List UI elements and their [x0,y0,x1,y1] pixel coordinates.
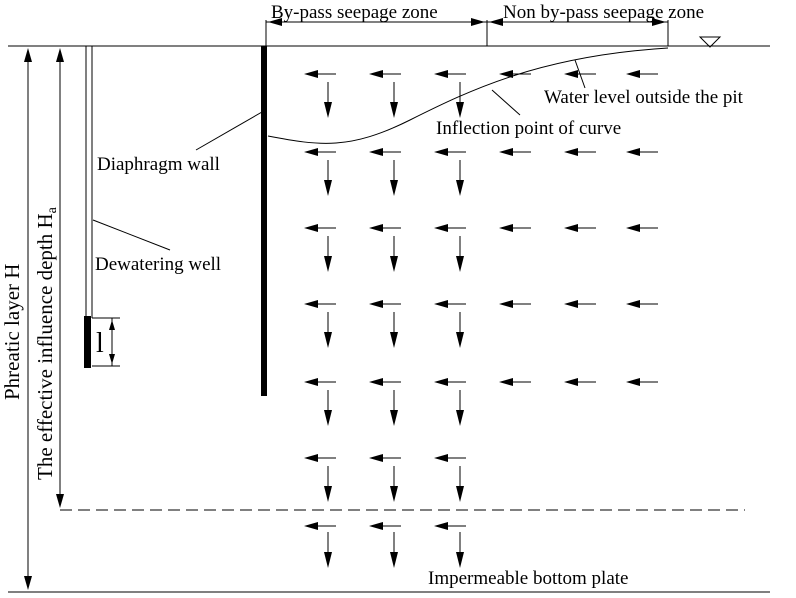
water-level-curve [267,47,669,144]
diaphragm-wall-label: Diaphragm wall [97,154,220,175]
horizontal-flow-arrows [304,70,658,530]
horizontal-flow-arrow [499,70,531,78]
horizontal-flow-arrow [304,454,336,462]
horizontal-flow-arrow [626,378,658,386]
horizontal-flow-arrow [564,378,596,386]
zone-arrow-right [652,18,666,26]
horizontal-flow-arrow [626,70,658,78]
horizontal-flow-arrow [434,454,466,462]
vertical-flow-arrow [324,160,332,196]
horizontal-flow-arrow [369,454,401,462]
horizontal-flow-arrow [626,148,658,156]
horizontal-flow-arrow [304,378,336,386]
horizontal-flow-arrow [369,378,401,386]
vertical-flow-arrow [324,466,332,502]
phreatic-arrow-bottom [24,576,32,590]
horizontal-flow-arrow [434,378,466,386]
vertical-flow-arrow [456,466,464,502]
effective-depth-arrow-top [56,48,64,62]
vertical-flow-arrow [456,236,464,272]
horizontal-flow-arrow [434,70,466,78]
zone-arrow-mid-right [489,18,503,26]
horizontal-flow-arrow [434,300,466,308]
vertical-flow-arrow [390,236,398,272]
diaphragm-wall [261,46,267,396]
vertical-flow-arrow [456,532,464,568]
dewatering-well-filter [84,316,91,368]
horizontal-flow-arrow [304,224,336,232]
effective-depth-label: The effective influence depth Ha [33,206,60,480]
phreatic-arrow-top [24,48,32,62]
water-table-symbol [698,36,722,48]
horizontal-flow-arrow [564,148,596,156]
vertical-flow-arrow [324,236,332,272]
horizontal-flow-arrow [369,224,401,232]
filter-arrow-bottom [109,354,115,364]
vertical-flow-arrow [456,312,464,348]
horizontal-flow-arrow [304,522,336,530]
vertical-flow-arrow [456,82,464,118]
horizontal-flow-arrow [626,224,658,232]
vertical-flow-arrow [456,390,464,426]
effective-depth-subscript: a [45,206,60,213]
horizontal-flow-arrow [564,224,596,232]
filter-length-label: l [96,328,104,359]
horizontal-flow-arrow [369,522,401,530]
phreatic-layer-label: Phreatic layer H [0,264,24,400]
vertical-flow-arrows [324,82,464,568]
horizontal-flow-arrow [369,300,401,308]
vertical-flow-arrow [390,532,398,568]
horizontal-flow-arrow [304,300,336,308]
horizontal-flow-arrow [626,300,658,308]
horizontal-flow-arrow [434,522,466,530]
horizontal-flow-arrow [564,70,596,78]
zone-arrow-left [268,18,282,26]
dewatering-well-label: Dewatering well [95,254,221,275]
horizontal-flow-arrow [499,300,531,308]
vertical-flow-arrow [390,390,398,426]
filter-arrow-top [109,320,115,330]
inflection-label: Inflection point of curve [436,118,621,139]
vertical-flow-arrow [324,312,332,348]
horizontal-flow-arrow [434,148,466,156]
horizontal-flow-arrow [499,378,531,386]
horizontal-flow-arrow [499,148,531,156]
vertical-flow-arrow [324,82,332,118]
vertical-flow-arrow [390,312,398,348]
inflection-leader [491,89,521,116]
impermeable-label: Impermeable bottom plate [428,568,628,589]
water-level-label: Water level outside the pit [544,87,744,108]
horizontal-flow-arrow [434,224,466,232]
horizontal-flow-arrow [304,70,336,78]
vertical-flow-arrow [456,160,464,196]
horizontal-flow-arrow [369,148,401,156]
vertical-flow-arrow [324,390,332,426]
bypass-zone-label: By-pass seepage zone [271,2,438,23]
dewatering-well-leader [92,219,171,251]
non-bypass-zone-label: Non by-pass seepage zone [503,2,704,23]
vertical-flow-arrow [390,82,398,118]
effective-depth-main: The effective influence depth H [33,213,57,480]
horizontal-flow-arrow [369,70,401,78]
effective-depth-arrow-bottom [56,494,64,508]
horizontal-flow-arrow [499,224,531,232]
vertical-flow-arrow [390,160,398,196]
diaphragm-wall-leader [195,111,263,151]
zone-arrow-mid-left [471,18,485,26]
vertical-flow-arrow [324,532,332,568]
vertical-flow-arrow [390,466,398,502]
horizontal-flow-arrow [564,300,596,308]
horizontal-flow-arrow [304,148,336,156]
